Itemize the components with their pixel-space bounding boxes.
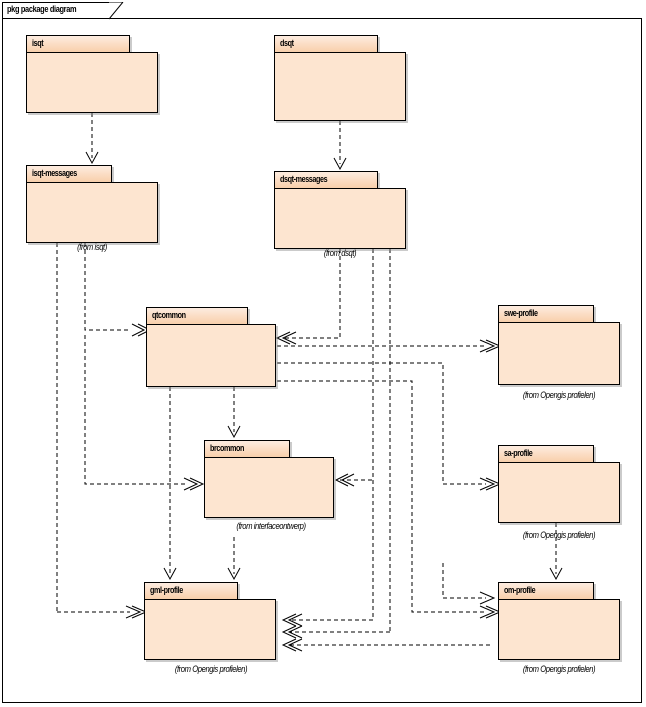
package-body	[146, 324, 276, 387]
package-body	[204, 457, 334, 518]
package-dsqt[interactable]: dsqt	[274, 35, 406, 121]
package-sa-profile[interactable]: sa-profile	[498, 445, 620, 523]
package-dsqt-messages[interactable]: dsqt-messages	[274, 171, 406, 249]
package-brcommon[interactable]: brcommon	[204, 440, 334, 518]
package-name-brcommon: brcommon	[210, 443, 245, 453]
package-body	[498, 599, 620, 660]
package-name-gml-profile: gml-profile	[150, 585, 183, 595]
package-name-isqt: isqt	[32, 38, 44, 48]
package-om-profile[interactable]: om-profile	[498, 582, 620, 660]
package-body	[144, 599, 276, 660]
package-isqt[interactable]: isqt	[26, 35, 158, 113]
package-from-sa-profile: (from Opengis profielen)	[522, 530, 596, 540]
package-body	[26, 182, 158, 243]
package-name-qtcommon: qtcommon	[152, 310, 186, 320]
package-name-sa-profile: sa-profile	[504, 448, 533, 458]
package-body	[498, 462, 620, 523]
package-isqt-messages[interactable]: isqt-messages	[26, 165, 158, 243]
diagram-frame-border	[2, 18, 642, 703]
package-swe-profile[interactable]: swe-profile	[498, 305, 620, 385]
package-from-swe-profile: (from Opengis profielen)	[522, 390, 596, 400]
package-qtcommon[interactable]: qtcommon	[146, 307, 276, 387]
package-body	[498, 322, 620, 385]
package-from-om-profile: (from Opengis profielen)	[522, 664, 596, 674]
package-body	[274, 52, 406, 121]
package-name-om-profile: om-profile	[504, 585, 536, 595]
diagram-frame-tab	[2, 2, 110, 19]
package-name-isqt-messages: isqt-messages	[32, 168, 77, 178]
diagram-title: pkg package diagram	[7, 4, 77, 14]
package-body	[26, 52, 158, 113]
diagram-frame-tab-slant	[109, 2, 125, 20]
package-gml-profile[interactable]: gml-profile	[144, 582, 276, 660]
package-name-dsqt: dsqt	[280, 38, 294, 48]
package-from-dsqt-messages: (from dsqt)	[323, 248, 357, 258]
package-body	[274, 188, 406, 249]
package-from-isqt-messages: (from isqt)	[77, 242, 107, 252]
package-name-swe-profile: swe-profile	[504, 308, 538, 318]
package-from-brcommon: (from interfaceontwerp)	[236, 521, 306, 531]
package-from-gml-profile: (from Opengis profielen)	[174, 664, 248, 674]
package-name-dsqt-messages: dsqt-messages	[280, 174, 328, 184]
